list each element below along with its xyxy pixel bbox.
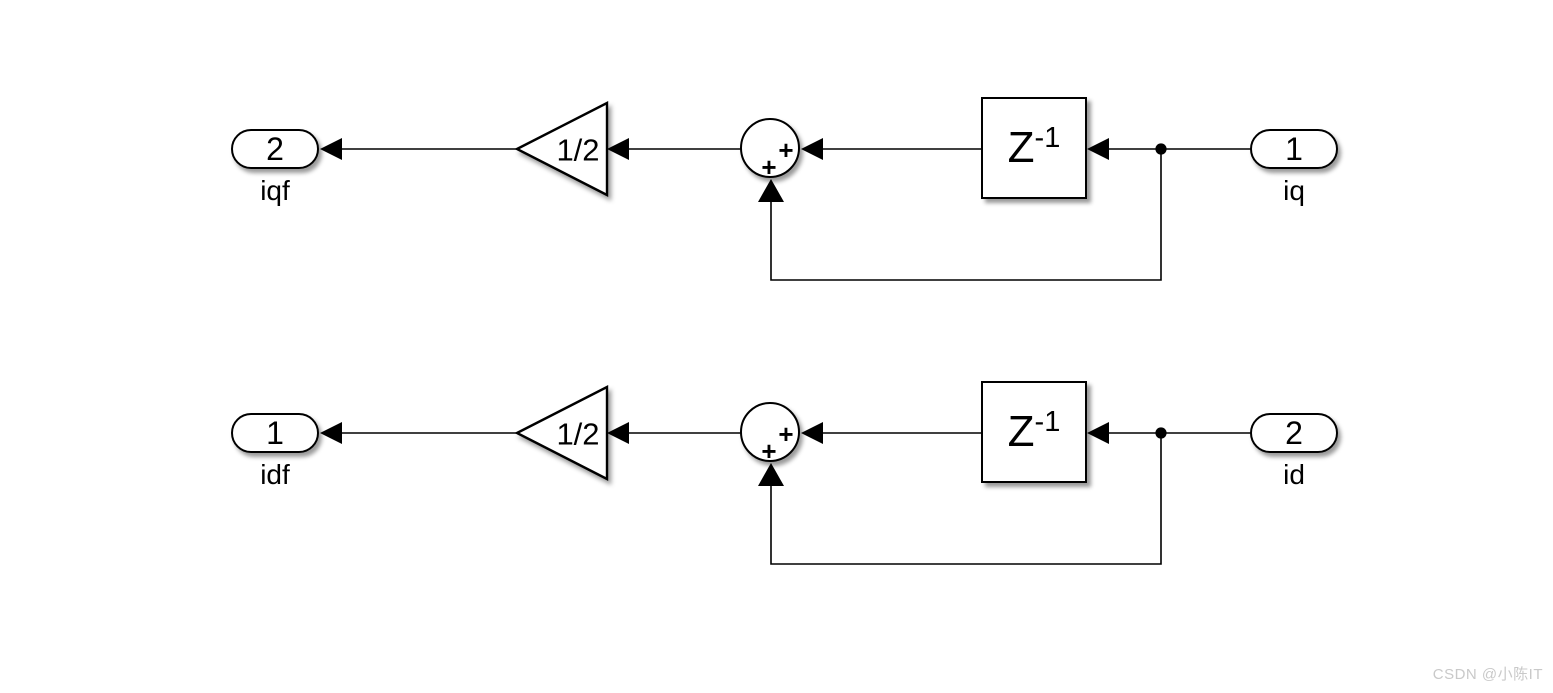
- outport-number: 1: [266, 415, 284, 451]
- arrowhead-into-delay-bottom[interactable]: [1087, 422, 1109, 444]
- outport-block-iqf[interactable]: 2: [231, 129, 319, 169]
- branch-dot-top[interactable]: [1155, 143, 1167, 155]
- arrowhead-into-sum-bottom-bottom[interactable]: [758, 463, 784, 486]
- inport-block-id[interactable]: 2: [1250, 413, 1338, 453]
- wire-feedforward-top[interactable]: [770, 149, 1162, 281]
- arrowhead-into-delay-top[interactable]: [1087, 138, 1109, 160]
- outport-block-idf[interactable]: 1: [231, 413, 319, 453]
- arrowhead-into-sum-bottom-top[interactable]: [758, 179, 784, 202]
- arrowhead-into-sum-right-top[interactable]: [801, 138, 823, 160]
- unit-delay-block-top[interactable]: Z-1: [981, 97, 1087, 199]
- wire-feedforward-bottom[interactable]: [770, 433, 1162, 565]
- sum-block-bottom[interactable]: + +: [740, 402, 800, 466]
- sum-sign-right: +: [778, 419, 794, 449]
- gain-value-label-bottom: 1/2: [556, 416, 600, 452]
- delay-base: Z: [1007, 123, 1035, 172]
- sum-sign-bottom: +: [761, 152, 777, 182]
- arrowhead-into-outport-top[interactable]: [320, 138, 342, 160]
- delay-exponent: -1: [1034, 122, 1061, 154]
- unit-delay-block-bottom[interactable]: Z-1: [981, 381, 1087, 483]
- outport-name-label-idf[interactable]: idf: [260, 459, 290, 490]
- gain-block-top[interactable]: [514, 101, 609, 197]
- delay-base: Z: [1007, 407, 1035, 456]
- outport-number: 2: [266, 131, 284, 167]
- inport-number: 1: [1285, 131, 1303, 167]
- inport-name-label-iq[interactable]: iq: [1283, 175, 1305, 206]
- inport-name-label-id[interactable]: id: [1283, 459, 1305, 490]
- sum-sign-bottom: +: [761, 436, 777, 466]
- signals-top-chain: [320, 138, 1251, 281]
- sum-block-top[interactable]: + +: [740, 118, 800, 182]
- gain-value-label-top: 1/2: [556, 132, 600, 168]
- arrowhead-into-sum-right-bottom[interactable]: [801, 422, 823, 444]
- gain-block-bottom[interactable]: [514, 385, 609, 481]
- delay-exponent: -1: [1034, 406, 1061, 438]
- branch-dot-bottom[interactable]: [1155, 427, 1167, 439]
- arrowhead-into-gain-top[interactable]: [607, 138, 629, 160]
- sum-sign-right: +: [778, 135, 794, 165]
- outport-name-label-iqf[interactable]: iqf: [260, 175, 290, 206]
- inport-number: 2: [1285, 415, 1303, 451]
- csdn-watermark: CSDN @小陈IT: [1432, 666, 1543, 683]
- arrowhead-into-outport-bottom[interactable]: [320, 422, 342, 444]
- inport-block-iq[interactable]: 1: [1250, 129, 1338, 169]
- arrowhead-into-gain-bottom[interactable]: [607, 422, 629, 444]
- signals-bottom-chain: [320, 422, 1251, 565]
